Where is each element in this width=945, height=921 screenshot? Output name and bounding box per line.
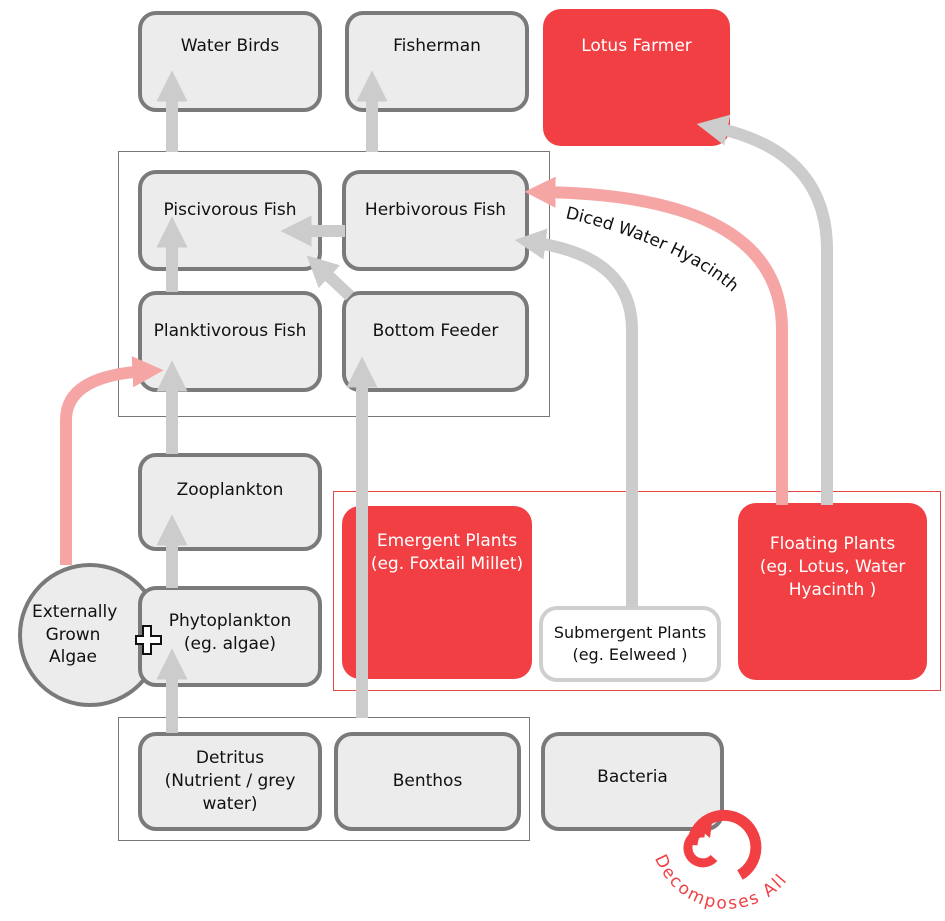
fish-group-frame [118,151,550,417]
floating-plants-node: Floating Plants (eg. Lotus, Water Hyacin… [738,503,927,680]
benthos-node: Benthos [334,732,521,831]
decomposes-all-label: Decomposes All [650,852,792,914]
bacteria-node: Bacteria [541,732,724,831]
fisherman-label: Fisherman [393,36,481,57]
arrow-bottomfeeder-to-piscivorous [306,255,355,301]
arrow-floating-to-herbivorous [524,176,788,505]
emergent-plants-node: Emergent Plants (eg. Foxtail Millet) [342,506,532,679]
arrow-submergent-to-herbivorous [514,228,638,608]
detritus-node: Detritus (Nutrient / grey water) [138,732,322,831]
floating-plants-label: Floating Plants (eg. Lotus, Water Hyacin… [759,534,906,600]
arrow-floating-to-lotusfarmer [696,114,833,505]
lotus-farmer-label: Lotus Farmer [581,36,692,56]
herbivorous-fish-label: Herbivorous Fish [364,200,507,221]
plus-icon [135,625,162,655]
piscivorous-fish-label: Piscivorous Fish [163,200,297,221]
emergent-plants-label: Emergent Plants (eg. Foxtail Millet) [370,531,524,574]
bacteria-label: Bacteria [597,767,668,788]
planktivorous-fish-label: Planktivorous Fish [153,321,307,342]
phytoplankton-label: Phytoplankton (eg. algae) [168,610,292,654]
zooplankton-label: Zooplankton [176,479,284,500]
diced-water-hyacinth-label: Diced Water Hyacinth [564,203,743,296]
bottom-feeder-label: Bottom Feeder [372,321,499,342]
submergent-plants-label: Submergent Plants (eg. Eelweed ) [553,623,707,664]
externally-grown-algae-node: Externally Grown Algae [18,563,162,707]
arrow-algae-to-planktivorous [60,356,164,565]
benthos-label: Benthos [392,771,463,792]
herbivorous-fish-node: Herbivorous Fish [342,170,529,271]
fisherman-node: Fisherman [345,11,529,112]
decompose-spiral-icon [683,809,762,880]
water-birds-label: Water Birds [180,36,280,57]
base-group-frame [118,717,530,841]
detritus-label: Detritus (Nutrient / grey water) [164,748,296,814]
externally-grown-algae-label: Externally Grown Algae [32,601,118,668]
